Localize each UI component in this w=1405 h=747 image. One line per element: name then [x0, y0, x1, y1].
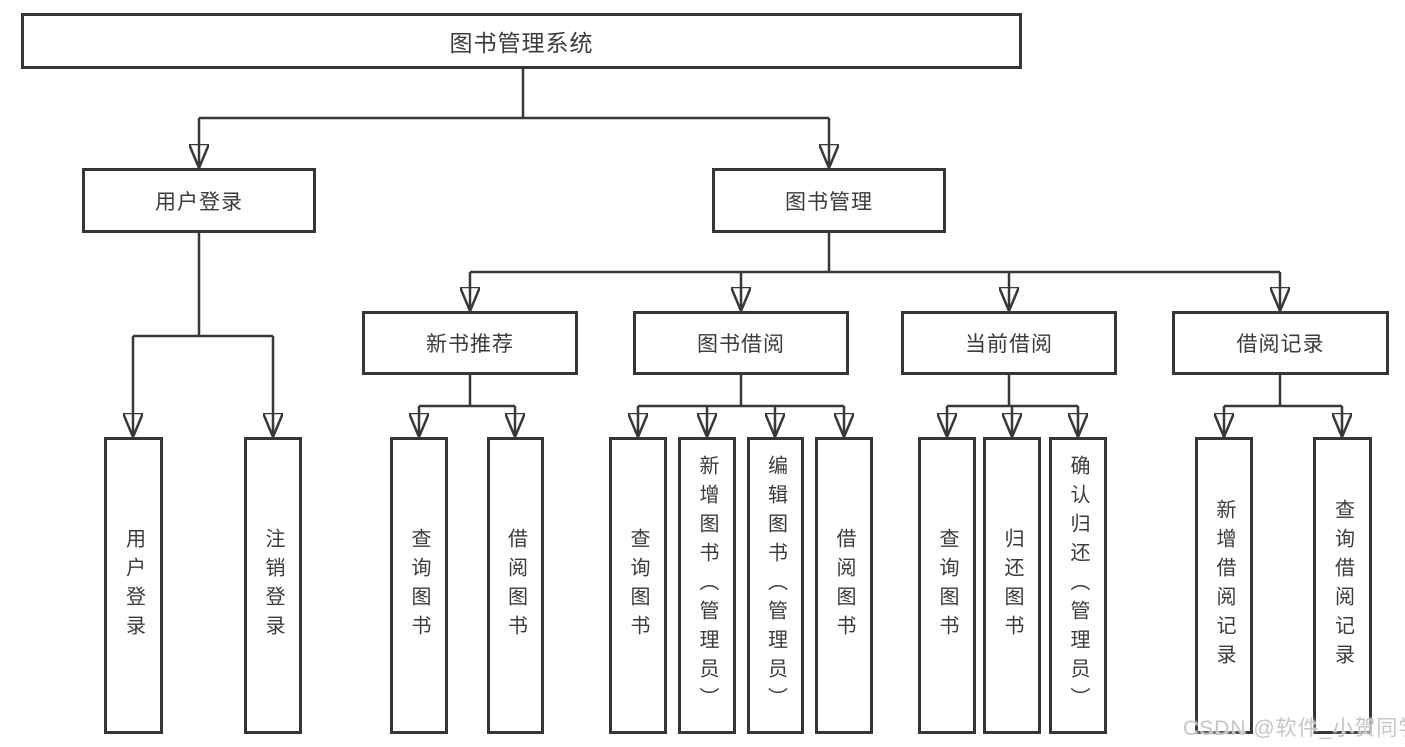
node-user-login: 用户登录 [82, 168, 316, 233]
node-book-management: 图书管理 [712, 168, 946, 233]
node-library-management-system: 图书管理系统 [21, 13, 1022, 69]
connector-user-login-branch [133, 233, 273, 435]
connector-borrowing-records-branch [1224, 375, 1342, 435]
leaf-confirm-return-admin: 确认归还（管理员） [1049, 437, 1107, 734]
node-borrowing-records: 借阅记录 [1172, 311, 1389, 375]
node-current-borrowing: 当前借阅 [901, 311, 1117, 375]
leaf-add-books-admin: 新增图书（管理员） [678, 437, 736, 734]
leaf-return-books: 归还图书 [983, 437, 1041, 734]
connector-current-borrowing-branch [947, 375, 1078, 435]
leaf-user-login: 用户登录 [104, 437, 163, 734]
leaf-borrow-books-recommend: 借阅图书 [487, 437, 544, 734]
node-book-borrowing: 图书借阅 [633, 311, 849, 375]
leaf-query-books-recommend: 查询图书 [390, 437, 448, 734]
connector-new-book-branch [419, 375, 515, 435]
connector-book-borrowing-branch [638, 375, 844, 435]
leaf-borrow-books-borrowing: 借阅图书 [815, 437, 873, 734]
connector-book-management-branch [470, 233, 1280, 309]
node-new-book-recommendation: 新书推荐 [362, 311, 578, 375]
leaf-query-borrow-record: 查询借阅记录 [1313, 437, 1372, 734]
leaf-query-books-borrowing: 查询图书 [609, 437, 667, 734]
csdn-watermark: CSDN @软件_小贺同学 [1183, 717, 1405, 740]
leaf-edit-books-admin: 编辑图书（管理员） [747, 437, 804, 734]
leaf-add-borrow-record: 新增借阅记录 [1195, 437, 1253, 734]
leaf-logout-login: 注销登录 [244, 437, 302, 734]
leaf-query-books-current: 查询图书 [918, 437, 976, 734]
connector-root-to-level2 [199, 69, 829, 166]
